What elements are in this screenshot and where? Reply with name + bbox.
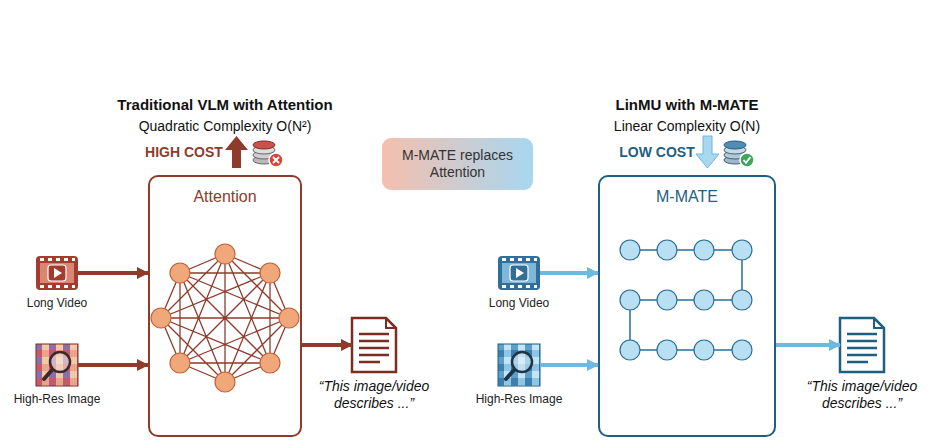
video-input: Long Video xyxy=(36,256,78,290)
mmate-box: M-MATE xyxy=(598,175,776,437)
node-text: M-MATE replaces Attention xyxy=(396,147,519,181)
panel-title: Traditional VLM with Attention xyxy=(117,96,332,113)
node-text: Long Video xyxy=(489,296,550,310)
complexity-note: Quadratic Complexity O(N²) xyxy=(139,118,312,134)
node-text: High-Res Image xyxy=(476,392,563,406)
flow-arrow xyxy=(776,343,840,347)
node-text: Attention xyxy=(150,188,300,206)
down-arrow xyxy=(696,136,719,168)
node-text: “This image/video describes ...” xyxy=(309,378,439,412)
document-icon xyxy=(352,318,396,372)
output-document: “This image/video describes ...” xyxy=(352,318,396,372)
node-text: Long Video xyxy=(27,296,88,310)
cost-label: HIGH COST xyxy=(145,144,223,160)
image-icon xyxy=(498,344,540,386)
image-input: High-Res Image xyxy=(498,344,540,386)
replacement-note: M-MATE replaces Attention xyxy=(382,138,533,190)
panel-title: LinMU with M-MATE xyxy=(615,96,758,113)
up-arrow xyxy=(225,136,248,168)
flow-arrow xyxy=(540,271,598,275)
output-document: “This image/video describes ...” xyxy=(840,318,884,372)
coin-stack-icon xyxy=(724,141,754,167)
node-text: High-Res Image xyxy=(14,392,101,406)
video-icon xyxy=(498,256,540,290)
linear-chain xyxy=(620,240,752,360)
image-icon xyxy=(36,344,78,386)
cost-label: LOW COST xyxy=(619,144,694,160)
flow-arrow xyxy=(540,363,598,367)
flow-arrow xyxy=(78,271,148,275)
coin-stack-icon xyxy=(253,141,283,167)
image-input: High-Res Image xyxy=(36,344,78,386)
video-icon xyxy=(36,256,78,290)
attention-graph xyxy=(151,244,299,392)
flow-arrow xyxy=(78,363,148,367)
complexity-note: Linear Complexity O(N) xyxy=(614,118,760,134)
attention-box: Attention xyxy=(148,175,302,437)
node-text: M-MATE xyxy=(600,188,774,206)
video-input: Long Video xyxy=(498,256,540,290)
flow-arrow xyxy=(302,343,352,347)
node-text: “This image/video describes ...” xyxy=(797,378,927,412)
document-icon xyxy=(840,318,884,372)
